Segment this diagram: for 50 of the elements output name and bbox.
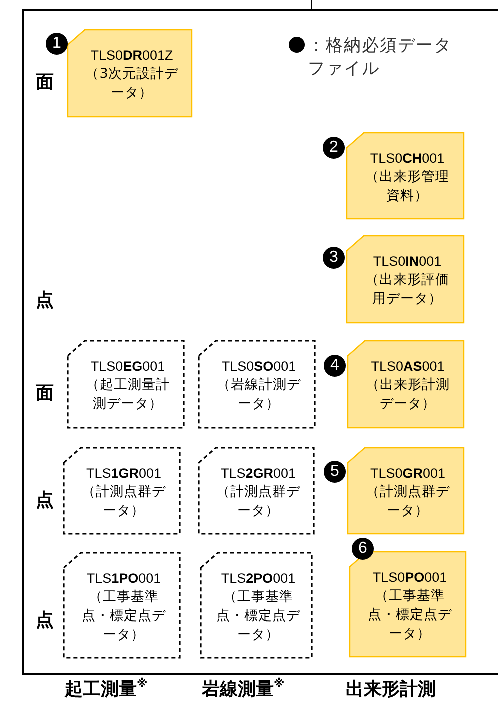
- data-file-card: [346, 132, 465, 220]
- file-code: TLS0AS001: [371, 358, 445, 376]
- column-label: 岩線測量$^{※}$: [202, 677, 285, 701]
- data-file-card: [63, 552, 181, 659]
- file-description: （出来形計測データ）: [365, 376, 451, 414]
- row-label: 点: [36, 489, 54, 512]
- column-label: 出来形計測: [346, 678, 436, 701]
- data-file-card: [347, 447, 465, 535]
- file-description: （岩線計測データ）: [216, 376, 302, 414]
- data-file-card: [200, 552, 313, 659]
- file-code: TLS0EG001: [90, 358, 166, 376]
- file-code: TLS0PO001: [372, 568, 448, 586]
- file-description: （出来形評価用データ）: [364, 271, 450, 309]
- file-code: TLS0IN001: [373, 253, 442, 271]
- file-code: TLS0CH001: [370, 150, 445, 168]
- file-description: （3次元設計データ）: [84, 65, 180, 103]
- file-code: TLS0SO001: [222, 358, 296, 376]
- number-badge: 2: [323, 137, 345, 159]
- file-description: （工事基準点・標定点データ）: [367, 586, 453, 644]
- data-file-card: [198, 340, 316, 429]
- file-description: （工事基準点・標定点データ）: [216, 588, 302, 644]
- row-label: 面: [36, 382, 54, 405]
- file-code: TLS0DR001Z: [90, 47, 174, 65]
- file-description: （計測点群データ）: [81, 482, 167, 520]
- file-code: TLS2PO001: [221, 570, 296, 588]
- data-file-card: [63, 447, 181, 535]
- file-code: TLS0GR001: [370, 464, 446, 482]
- data-file-card: [67, 340, 185, 429]
- file-code: TLS1PO001: [86, 570, 162, 588]
- data-file-card: [67, 29, 193, 118]
- number-badge: 3: [323, 247, 345, 269]
- file-description: （計測点群データ）: [365, 482, 451, 520]
- data-file-card: [347, 340, 465, 429]
- file-description: （起工測量計測データ）: [85, 376, 171, 414]
- number-badge: 4: [324, 355, 346, 377]
- number-badge: 5: [324, 461, 346, 483]
- file-description: （出来形管理資料）: [364, 168, 450, 206]
- file-description: （工事基準点・標定点データ）: [81, 588, 167, 644]
- file-code: TLS1GR001: [86, 464, 162, 482]
- row-label: 点: [36, 609, 54, 632]
- data-file-card: [346, 235, 465, 324]
- number-badge: 6: [352, 538, 374, 560]
- file-code: TLS2GR001: [220, 464, 296, 482]
- row-label: 点: [36, 289, 54, 312]
- legend-text: ：格納必須データファイル: [308, 35, 453, 81]
- file-description: （計測点群データ）: [216, 482, 302, 520]
- row-label: 面: [36, 71, 54, 94]
- column-label: 起工測量$^{※}$: [65, 677, 148, 701]
- data-file-card: [198, 447, 315, 535]
- number-badge: 1: [46, 33, 68, 55]
